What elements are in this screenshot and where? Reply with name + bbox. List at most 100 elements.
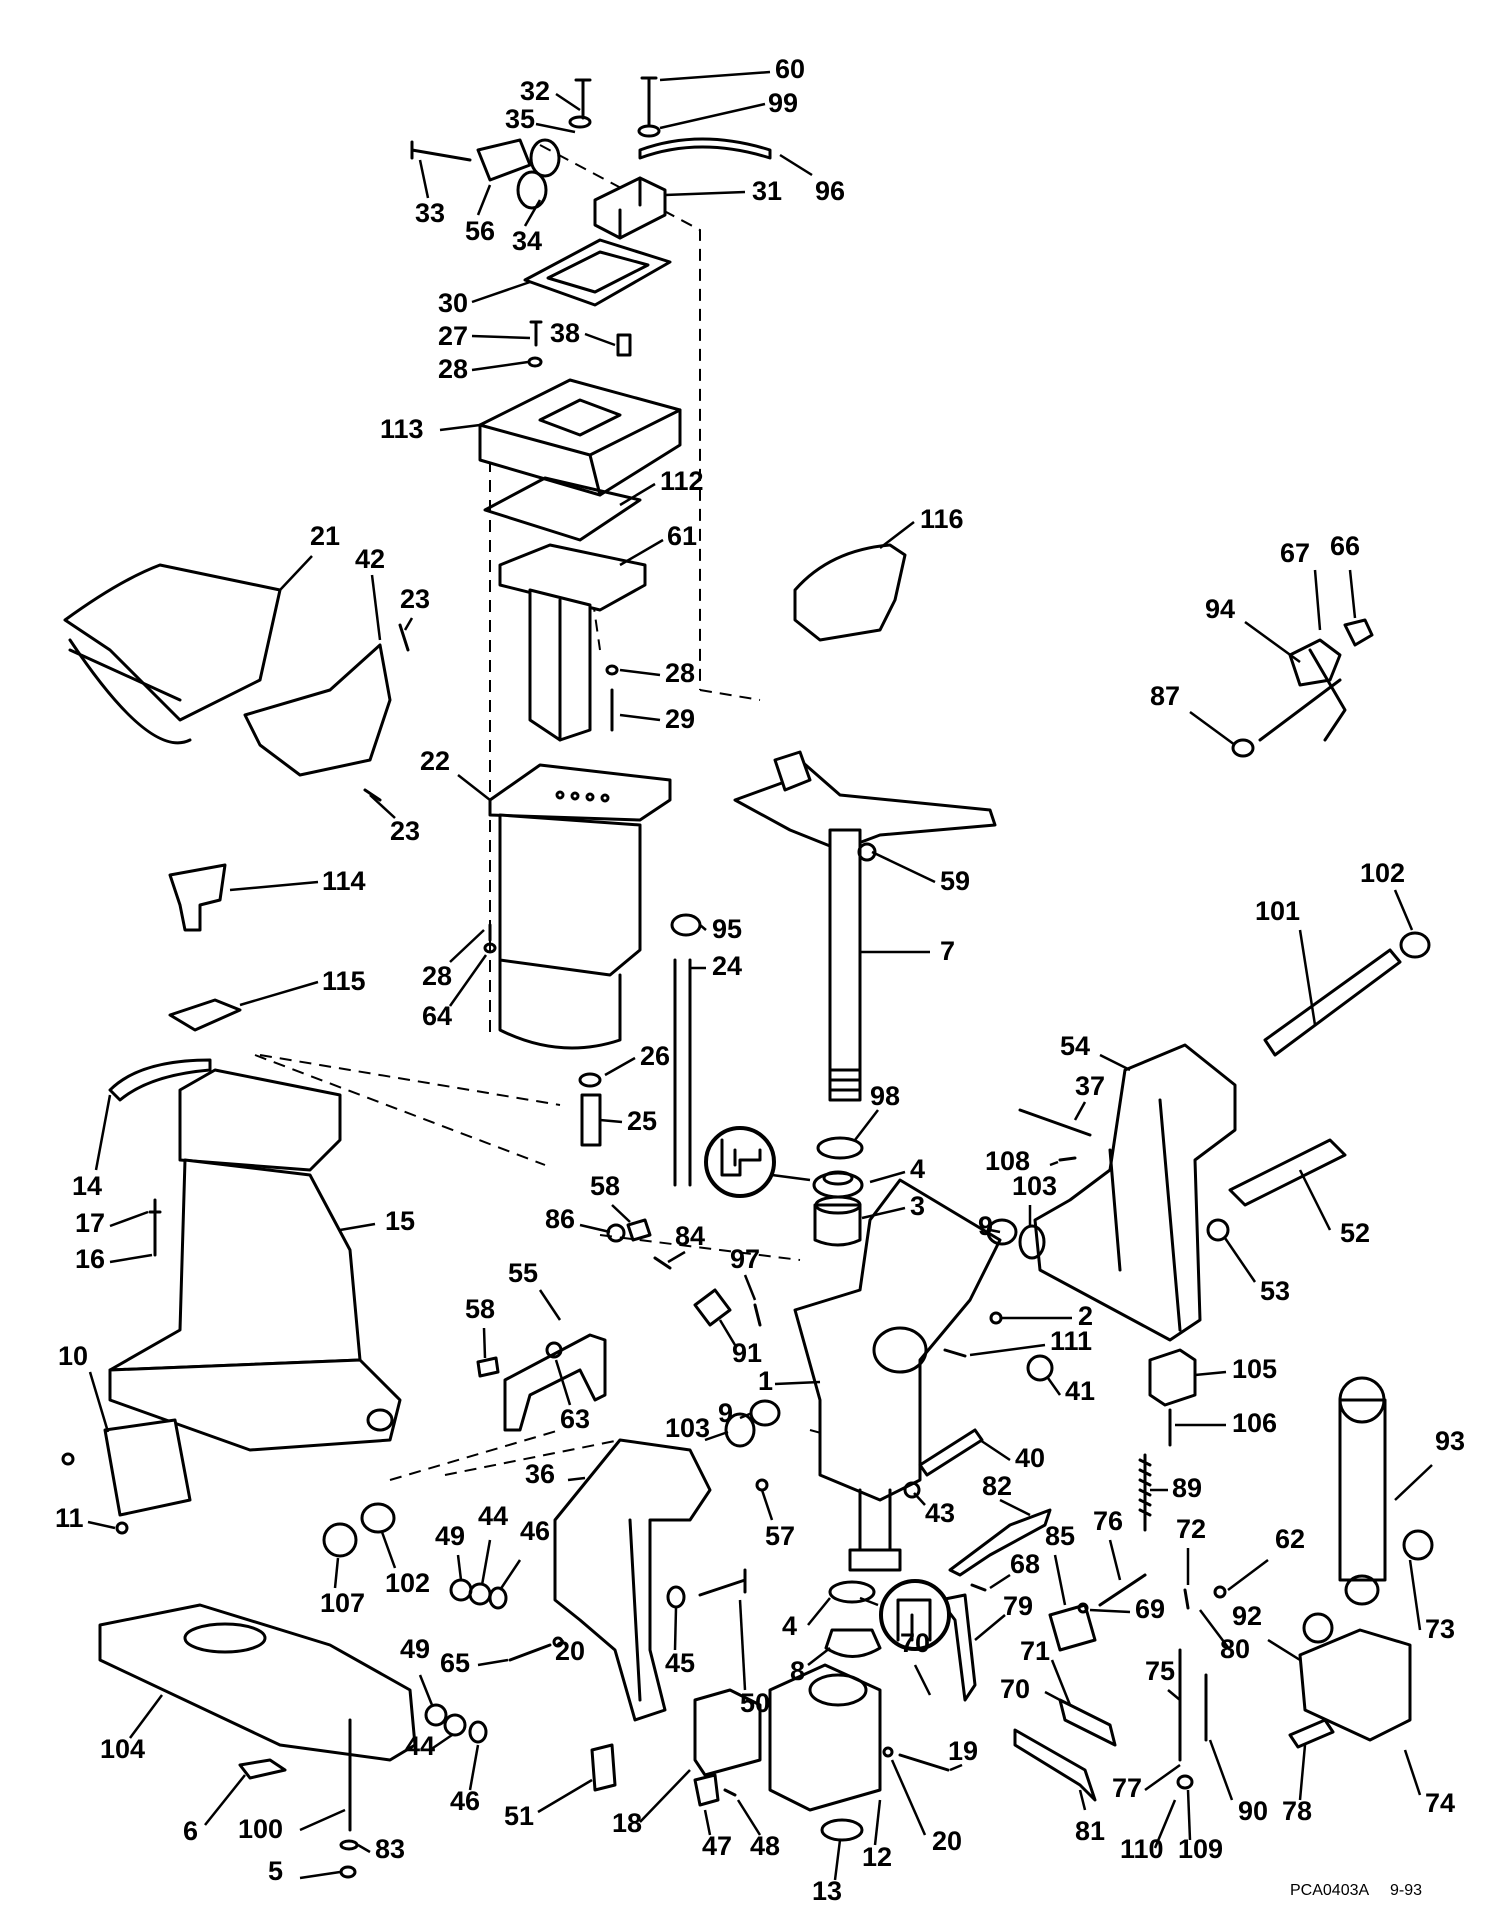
leader-line xyxy=(498,1559,522,1591)
callout-29: 29 xyxy=(665,704,695,734)
callout-51: 51 xyxy=(504,1801,534,1831)
leader-line xyxy=(418,159,430,199)
callout-52: 52 xyxy=(1340,1218,1370,1248)
callout-107: 107 xyxy=(320,1588,365,1618)
washer-46b xyxy=(468,1720,488,1744)
callout-103: 103 xyxy=(1012,1171,1057,1201)
callout-23: 23 xyxy=(400,584,430,614)
leader-line xyxy=(579,1223,611,1234)
leader-line xyxy=(369,794,396,819)
callout-113: 113 xyxy=(380,414,424,444)
leader-line xyxy=(109,1253,153,1264)
screw-58a xyxy=(626,1218,652,1242)
callout-115: 115 xyxy=(322,966,366,996)
pin-78 xyxy=(1288,1718,1335,1749)
leader-line xyxy=(456,1554,463,1581)
callout-57: 57 xyxy=(765,1521,795,1551)
swivel-bracket xyxy=(793,1178,1002,1572)
leader-line xyxy=(807,1597,831,1626)
callout-74: 74 xyxy=(1425,1788,1455,1818)
leader-line xyxy=(664,190,746,197)
callout-91: 91 xyxy=(732,1338,762,1368)
callout-13: 13 xyxy=(812,1876,842,1906)
leader-line xyxy=(229,880,319,892)
washer-46a xyxy=(488,1586,508,1610)
callout-4: 4 xyxy=(782,1611,797,1641)
callout-93: 93 xyxy=(1435,1426,1465,1456)
screw-23a xyxy=(398,623,410,652)
callout-54: 54 xyxy=(1060,1031,1090,1061)
lever-81 xyxy=(1013,1728,1097,1802)
callout-55: 55 xyxy=(508,1258,538,1288)
swivel-clamp xyxy=(768,1663,882,1812)
callout-76: 76 xyxy=(1093,1506,1123,1536)
callout-98: 98 xyxy=(870,1081,900,1111)
screw-23b xyxy=(363,788,382,802)
leader-line xyxy=(1408,1559,1422,1631)
leader-line xyxy=(1348,569,1357,619)
callout-85: 85 xyxy=(1045,1521,1075,1551)
leader-line xyxy=(699,924,707,931)
leader-line xyxy=(535,122,576,134)
bushing-41 xyxy=(1026,1354,1054,1382)
callout-106: 106 xyxy=(1232,1408,1277,1438)
callout-81: 81 xyxy=(1075,1816,1105,1846)
washer-57 xyxy=(755,1478,769,1492)
callout-111: 111 xyxy=(1050,1326,1092,1356)
leader-line xyxy=(94,1094,112,1171)
leader-line xyxy=(1298,929,1317,1026)
leader-line xyxy=(1199,1609,1231,1651)
leader-line xyxy=(604,1056,636,1077)
leader-line xyxy=(871,850,936,884)
leader-line xyxy=(204,1774,246,1826)
callout-11: 11 xyxy=(55,1503,84,1533)
callout-42: 42 xyxy=(355,544,385,574)
callout-73: 73 xyxy=(1425,1614,1455,1644)
tilt-rod xyxy=(1228,1138,1347,1207)
callout-17: 17 xyxy=(75,1208,105,1238)
tilt-tube xyxy=(1263,931,1431,1057)
exhaust-tube xyxy=(498,543,647,742)
leader-line xyxy=(471,360,529,372)
callout-9: 9 xyxy=(978,1211,993,1241)
leader-line xyxy=(555,92,581,112)
callout-79: 79 xyxy=(1003,1591,1033,1621)
plate-51 xyxy=(590,1743,617,1792)
callout-49: 49 xyxy=(400,1634,430,1664)
callout-95: 95 xyxy=(712,914,742,944)
washer-83 xyxy=(339,1839,359,1851)
tilt-lock-pin xyxy=(1231,618,1374,758)
washer-109 xyxy=(1176,1774,1194,1790)
tilt-lock-lever xyxy=(503,1333,607,1432)
leader-line xyxy=(833,1839,842,1881)
washer-45 xyxy=(666,1585,686,1609)
bolt-50 xyxy=(698,1568,747,1597)
leader-line xyxy=(774,1380,821,1386)
leader-line xyxy=(743,1274,757,1301)
callout-101: 101 xyxy=(1255,896,1300,926)
alignment-lines xyxy=(254,144,921,1481)
shock-absorber xyxy=(1338,1376,1387,1606)
leader-line xyxy=(299,1808,346,1832)
callout-20: 20 xyxy=(555,1636,585,1666)
leader-line xyxy=(1108,1539,1122,1581)
callout-102: 102 xyxy=(385,1568,430,1598)
washer-62 xyxy=(1213,1585,1227,1599)
leader-line xyxy=(879,521,915,549)
callout-62: 62 xyxy=(1275,1524,1305,1554)
spring-89 xyxy=(1138,1453,1152,1532)
bushing-9b xyxy=(749,1399,781,1427)
seal-13 xyxy=(820,1818,864,1842)
callout-45: 45 xyxy=(665,1648,695,1678)
grease-icon xyxy=(704,1126,811,1198)
callout-82: 82 xyxy=(982,1471,1012,1501)
washer-28b xyxy=(605,664,619,676)
leader-line xyxy=(1194,1370,1227,1377)
washer-86 xyxy=(606,1223,626,1243)
washer-103a xyxy=(1018,1224,1046,1260)
bushing-9a xyxy=(986,1218,1018,1246)
leader-line xyxy=(1089,1608,1131,1614)
leader-line xyxy=(87,1520,116,1530)
